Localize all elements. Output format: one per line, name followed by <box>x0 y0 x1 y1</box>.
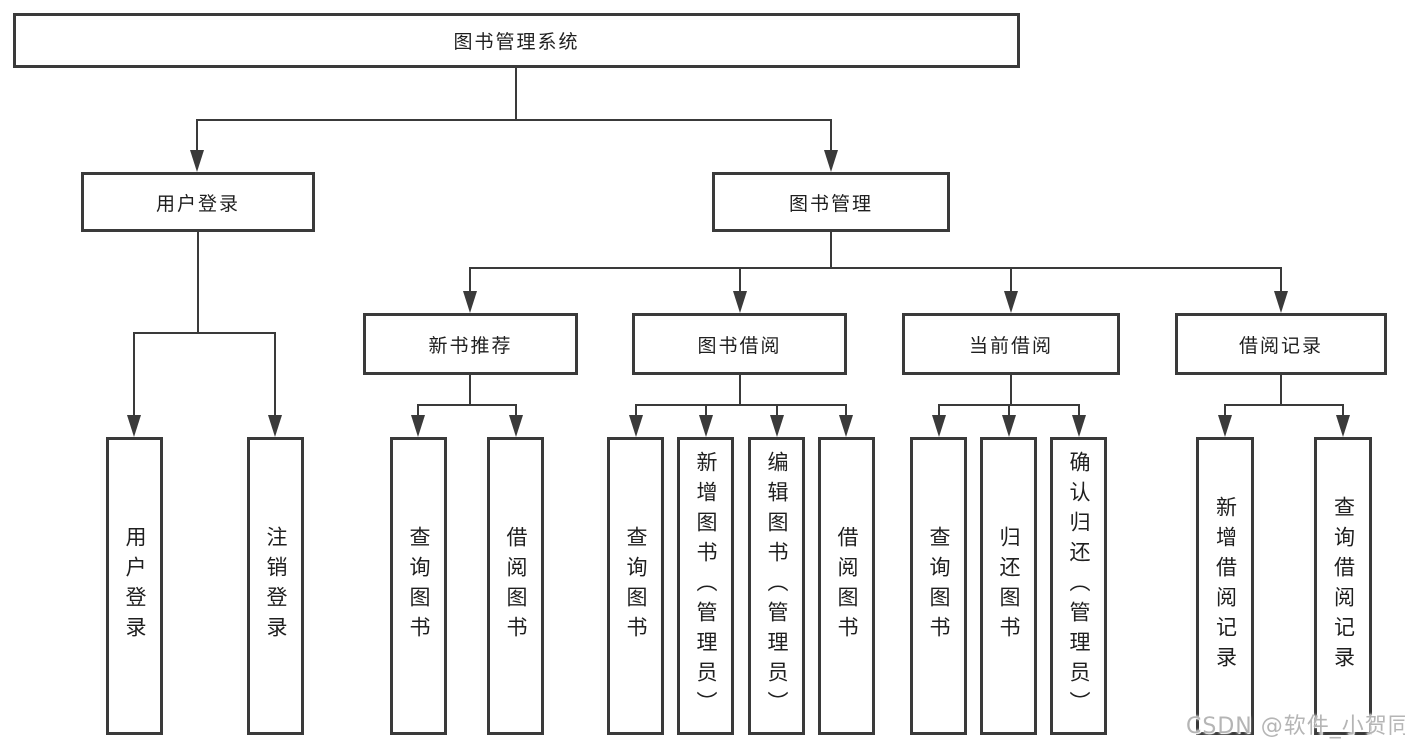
node-new-book-recommendation: 新书推荐 <box>363 313 578 375</box>
leaf-query-books-2: 查询图书 <box>607 437 664 735</box>
leaf-return-books: 归还图书 <box>980 437 1037 735</box>
leaf-add-borrow-record: 新增借阅记录 <box>1196 437 1254 735</box>
arrow-down-icon <box>1336 415 1350 437</box>
connector-line <box>469 375 471 406</box>
arrow-down-icon <box>1274 291 1288 313</box>
arrow-down-icon <box>733 291 747 313</box>
connector-line <box>1280 268 1282 293</box>
leaf-borrow-books-1: 借阅图书 <box>487 437 544 735</box>
connector-line <box>1224 405 1226 417</box>
arrow-down-icon <box>1004 291 1018 313</box>
connector-line <box>705 405 707 417</box>
connector-line <box>830 120 832 152</box>
node-label: 查询图书 <box>927 526 951 646</box>
connector-line <box>845 405 847 417</box>
leaf-logout: 注销登录 <box>247 437 304 735</box>
connector-line <box>515 68 517 121</box>
watermark-text: CSDN @软件_小贺同学 <box>1186 714 1405 739</box>
connector-line <box>1010 268 1012 293</box>
arrow-down-icon <box>190 150 204 172</box>
connector-line <box>635 404 847 406</box>
connector-line <box>1280 375 1282 406</box>
node-label: 查询图书 <box>624 526 648 646</box>
connector-line <box>469 268 471 293</box>
connector-line <box>133 332 276 334</box>
arrow-down-icon <box>411 415 425 437</box>
connector-line <box>417 405 419 417</box>
leaf-edit-books-admin: 编辑图书（管理员） <box>748 437 805 735</box>
arrow-down-icon <box>463 291 477 313</box>
node-label: 编辑图书（管理员） <box>765 451 789 721</box>
connector-line <box>417 404 517 406</box>
connector-line <box>197 232 199 334</box>
node-label: 查询图书 <box>407 526 431 646</box>
connector-line <box>830 232 832 269</box>
connector-line <box>469 267 1282 269</box>
node-borrowing-records: 借阅记录 <box>1175 313 1387 375</box>
arrow-down-icon <box>268 415 282 437</box>
leaf-user-login: 用户登录 <box>106 437 163 735</box>
connector-line <box>1342 405 1344 417</box>
arrow-down-icon <box>699 415 713 437</box>
leaf-query-books-1: 查询图书 <box>390 437 447 735</box>
connector-line <box>1010 375 1012 406</box>
connector-line <box>274 333 276 417</box>
arrow-down-icon <box>824 150 838 172</box>
node-label: 用户登录 <box>123 526 147 646</box>
node-label: 借阅图书 <box>835 526 859 646</box>
arrow-down-icon <box>1002 415 1016 437</box>
connector-line <box>635 405 637 417</box>
node-label: 查询借阅记录 <box>1331 496 1356 676</box>
connector-line <box>938 405 940 417</box>
connector-line <box>776 405 778 417</box>
connector-line <box>133 333 135 417</box>
node-library-management-system: 图书管理系统 <box>13 13 1020 68</box>
node-label: 用户登录 <box>155 192 240 215</box>
node-label: 新增借阅记录 <box>1213 496 1238 676</box>
leaf-confirm-return-admin: 确认归还（管理员） <box>1050 437 1107 735</box>
node-book-management: 图书管理 <box>712 172 950 232</box>
node-label: 借阅图书 <box>504 526 528 646</box>
node-label: 图书借阅 <box>697 334 782 357</box>
node-label: 确认归还（管理员） <box>1067 451 1091 721</box>
arrow-down-icon <box>770 415 784 437</box>
connector-line <box>739 375 741 406</box>
leaf-query-books-3: 查询图书 <box>910 437 967 735</box>
connector-line <box>1078 405 1080 417</box>
node-label: 借阅记录 <box>1238 334 1323 357</box>
arrow-down-icon <box>1218 415 1232 437</box>
arrow-down-icon <box>1072 415 1086 437</box>
leaf-query-borrow-record: 查询借阅记录 <box>1314 437 1372 735</box>
node-label: 当前借阅 <box>968 334 1053 357</box>
connector-line <box>515 405 517 417</box>
connector-line <box>1008 405 1010 417</box>
arrow-down-icon <box>509 415 523 437</box>
node-current-borrowing: 当前借阅 <box>902 313 1120 375</box>
connector-line <box>196 119 832 121</box>
connector-line <box>196 120 198 152</box>
connector-line <box>1224 404 1344 406</box>
node-label: 新书推荐 <box>428 334 513 357</box>
node-label: 图书管理 <box>788 192 873 215</box>
leaf-add-books-admin: 新增图书（管理员） <box>677 437 734 735</box>
leaf-borrow-books-2: 借阅图书 <box>818 437 875 735</box>
node-user-login: 用户登录 <box>81 172 315 232</box>
node-book-borrowing: 图书借阅 <box>632 313 847 375</box>
node-label: 图书管理系统 <box>453 31 580 53</box>
connector-line <box>739 268 741 293</box>
arrow-down-icon <box>127 415 141 437</box>
arrow-down-icon <box>629 415 643 437</box>
arrow-down-icon <box>932 415 946 437</box>
node-label: 归还图书 <box>997 526 1021 646</box>
arrow-down-icon <box>839 415 853 437</box>
node-label: 注销登录 <box>264 526 288 646</box>
node-label: 新增图书（管理员） <box>694 451 718 721</box>
